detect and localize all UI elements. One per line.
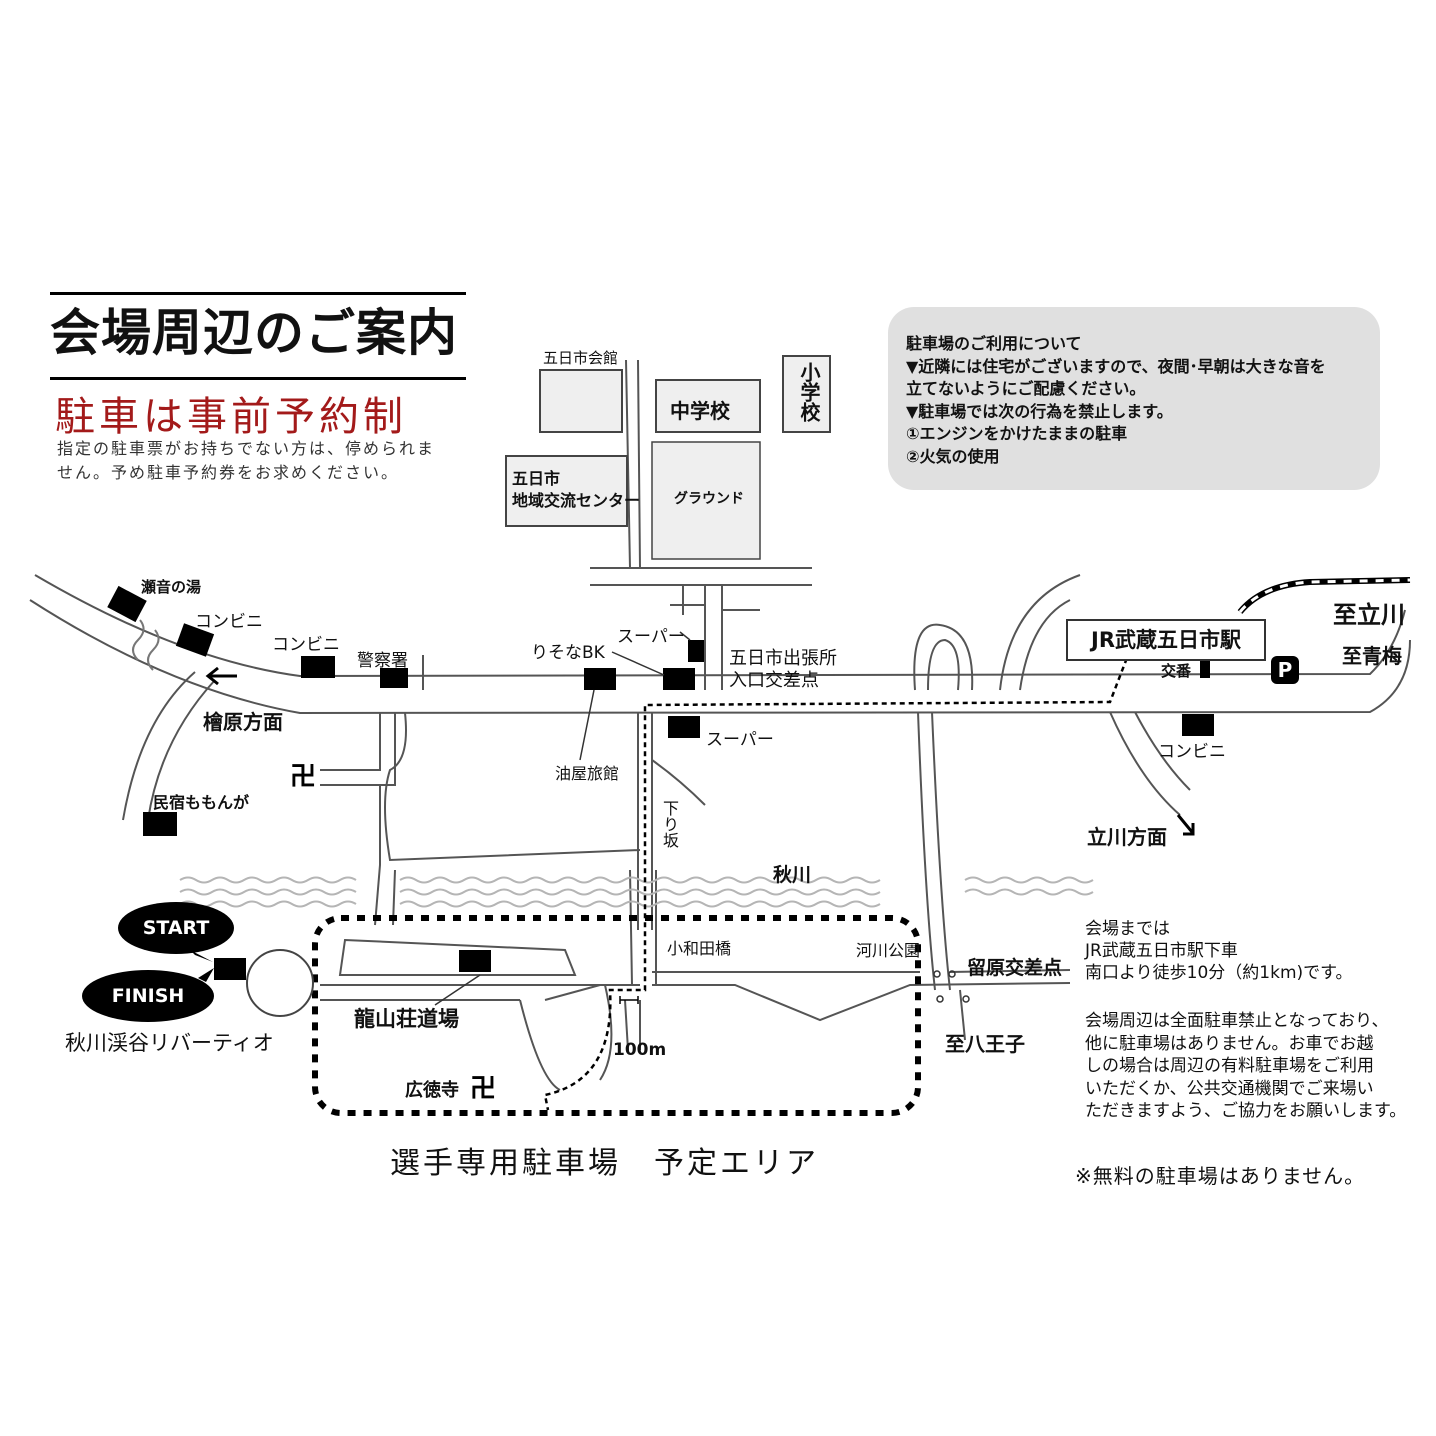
label-shucchojo-2: 入口交差点: [729, 670, 819, 691]
finish-label: FINISH: [111, 985, 185, 1007]
road-hinohara: [122, 671, 196, 821]
access-line: ただきますよう、ご協力をお願いします。: [1085, 1101, 1407, 1121]
label-shogakko: 小学校: [797, 362, 821, 422]
access-line: 他に駐車場はありません。お車でお越: [1085, 1033, 1374, 1054]
label-kotokuji: 広徳寺: [405, 1080, 459, 1101]
label-ryuzanso: 龍山荘道場: [354, 1007, 459, 1031]
parking-area-outline: [312, 915, 921, 1116]
label-hinohara: 檜原方面: [203, 710, 283, 734]
ground: [651, 441, 761, 560]
building-kaikan: [539, 369, 623, 433]
label-tachikawa-dir: 立川方面: [1087, 825, 1167, 849]
label-minshuku: 民宿ももんが: [153, 793, 250, 812]
arrow-tachikawa-icon: [1176, 814, 1195, 836]
label-hachioji: 至八王子: [945, 1032, 1025, 1056]
label-shucchojo-1: 五日市出張所: [729, 648, 837, 669]
parking-icon: P: [1271, 656, 1299, 684]
rules-item: ②火気の使用: [906, 446, 1000, 466]
access-line: いただくか、公共交通機関でご来場い: [1085, 1078, 1374, 1099]
label-venue: 秋川渓谷リバーティオ: [65, 1031, 274, 1055]
rules-line: 立てないようにご配慮ください。: [906, 379, 1146, 398]
main-road-north: [34, 574, 1406, 678]
label-kasenkoen: 河川公園: [856, 941, 921, 960]
parking-note: 指定の駐車票がお持ちでない方は、停められま せん。予め駐車予約券をお求めください…: [57, 437, 477, 485]
page-title: 会場周辺のご案内: [50, 292, 466, 380]
label-super-1: スーパー: [617, 627, 685, 647]
label-station: JR武蔵五日市駅: [1066, 619, 1266, 661]
label-kowadabashi: 小和田橋: [667, 939, 732, 958]
label-kudarizaka: 下り坂: [660, 800, 679, 848]
access-line: 南口より徒歩10分（約1km)です。: [1085, 963, 1353, 983]
temple-icon-kotokuji: 卍: [470, 1074, 496, 1104]
start-bubble: START: [118, 902, 234, 954]
walking-route: [543, 649, 1132, 1111]
parking-note-line: せん。予め駐車予約券をお求めください。: [57, 463, 400, 482]
main-road-south: [29, 599, 1411, 715]
label-chugakko: 中学校: [670, 399, 730, 423]
bubble-tails: [190, 950, 214, 982]
label-super-2: スーパー: [706, 730, 774, 750]
label-keisatsu: 警察署: [357, 651, 408, 671]
road-school: [625, 359, 641, 569]
temple-icon: 卍: [290, 762, 316, 792]
building-chugakko: [655, 379, 761, 433]
access-line: 会場までは: [1085, 919, 1170, 939]
label-aburaya: 油屋旅館: [555, 764, 620, 783]
parking-note-line: 指定の駐車票がお持ちでない方は、停められま: [57, 439, 436, 458]
no-free-parking-note: ※無料の駐車場はありません。: [1075, 1164, 1366, 1188]
rules-line: ▼近隣には住宅がございますので、夜間･早朝は大きな音を: [906, 356, 1326, 376]
parking-rules-text: 駐車場のご利用について ▼近隣には住宅がございますので、夜間･早朝は大きな音を …: [906, 333, 1326, 468]
road-tachikawa: [1109, 711, 1181, 816]
rules-heading: 駐車場のご利用について: [906, 334, 1082, 353]
label-koban: 交番: [1161, 662, 1192, 680]
label-seon: 瀬音の湯: [141, 578, 202, 596]
access-info: 会場までは JR武蔵五日市駅下車 南口より徒歩10分（約1km)です。: [1085, 918, 1352, 984]
label-ground: グラウンド: [674, 491, 744, 507]
finish-bubble: FINISH: [82, 970, 214, 1022]
label-konbini-3: コンビニ: [1158, 742, 1226, 762]
page-subtitle: 駐車は事前予約制: [55, 394, 407, 440]
building-shogakko: [782, 355, 831, 433]
label-tachikawa-to: 至立川: [1333, 601, 1405, 629]
access-line: JR武蔵五日市駅下車: [1085, 941, 1238, 961]
building-center: [505, 455, 628, 527]
label-parking-area: 選手専用駐車場 予定エリア: [390, 1146, 819, 1181]
access-parking-info: 会場周辺は全面駐車禁止となっており、 他に駐車場はありません。お車でお越 しの場…: [1085, 1010, 1406, 1123]
label-konbini-1: コンビニ: [195, 612, 263, 632]
label-center-1: 五日市: [512, 469, 561, 488]
access-line: しの場合は周辺の有料駐車場をご利用: [1085, 1056, 1374, 1076]
start-label: START: [142, 917, 210, 939]
label-center-2: 地域交流センター: [512, 491, 641, 510]
arrow-hinohara-icon: [205, 666, 237, 686]
label-ome-to: 至青梅: [1342, 644, 1402, 668]
access-line: 会場周辺は全面駐車禁止となっており、: [1085, 1011, 1389, 1031]
rules-item: ①エンジンをかけたままの駐車: [906, 424, 1128, 443]
building-markers: [107, 585, 1214, 980]
label-tomehara: 留原交差点: [967, 957, 1063, 979]
rules-line: ▼駐車場では次の行為を禁止します。: [906, 401, 1173, 421]
river-akigawa: [179, 876, 1094, 908]
scale-bar: [619, 996, 639, 1004]
label-akigawa: 秋川: [773, 864, 812, 886]
label-scale: 100m: [613, 1040, 667, 1060]
road-tomehara: [917, 711, 951, 991]
label-konbini-2: コンビニ: [272, 635, 340, 655]
parking-rules-box: [888, 307, 1380, 490]
label-kaikan: 五日市会館: [543, 349, 619, 367]
venue-circle: [246, 949, 314, 1017]
label-resona: りそなBK: [531, 643, 605, 663]
